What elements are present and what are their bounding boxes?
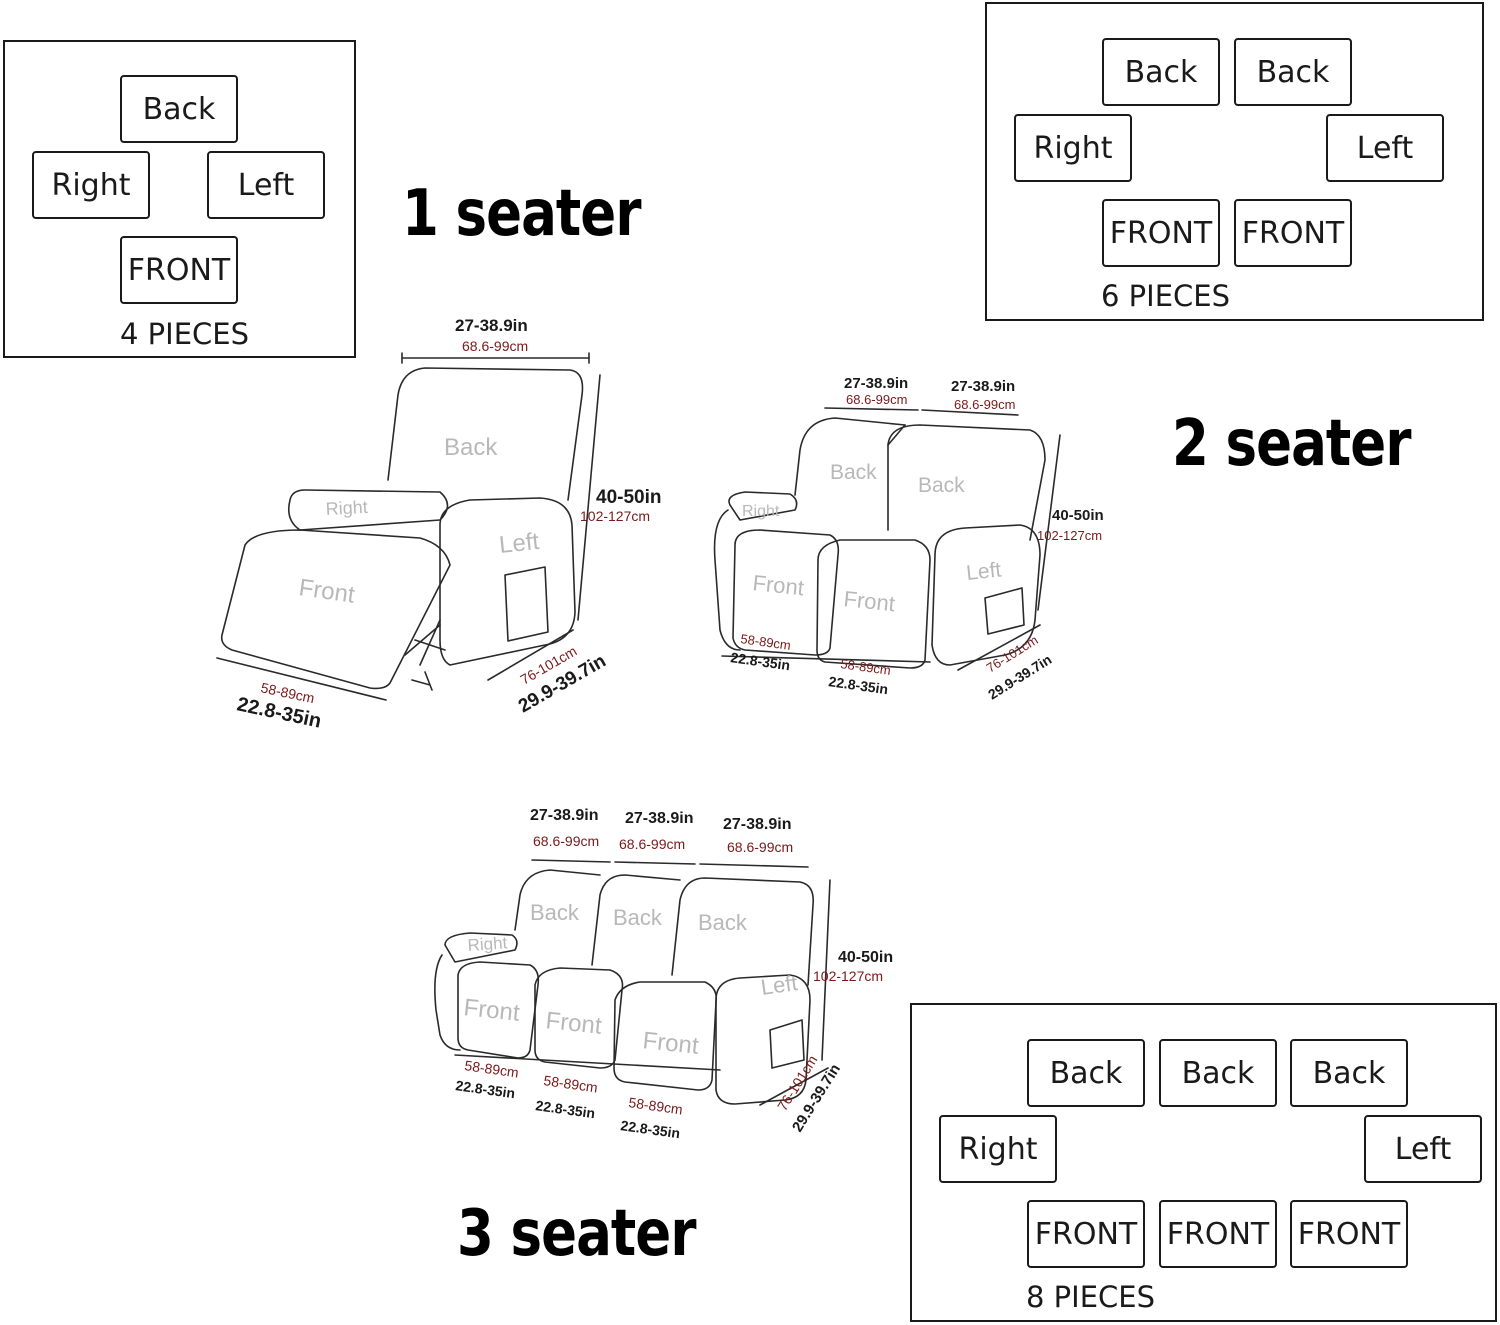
piece-right: Right (1014, 114, 1132, 182)
label-left: Left (498, 528, 541, 559)
label-back: Back (918, 474, 965, 497)
label-front: Front (462, 994, 521, 1027)
label-back: Back (444, 434, 498, 461)
label-left: Left (759, 970, 799, 1000)
label-front: Front (544, 1007, 603, 1040)
label-front: Front (842, 586, 896, 616)
dim-height-cm: 102-127cm (1037, 528, 1102, 543)
dim-width-cm: 68.6-99cm (954, 397, 1015, 412)
recliner-1-seater (216, 352, 601, 701)
label-left: Left (965, 558, 1002, 585)
dim-seat-in: 22.8-35in (828, 673, 890, 697)
heading-3-seater: 3 seater (457, 1197, 696, 1271)
piece-back: Back (1234, 38, 1352, 106)
dim-seat-cm: 58-89cm (628, 1094, 684, 1117)
dim-width-cm: 68.6-99cm (846, 392, 907, 407)
dim-width-in: 27-38.9in (723, 816, 791, 833)
dim-height-in: 40-50in (596, 487, 661, 508)
piece-front: FRONT (1102, 199, 1220, 267)
sofa-3-seater (434, 859, 831, 1106)
pieces-panel-8: Back Back Back Right Left FRONT FRONT FR… (910, 1003, 1497, 1322)
dim-width-cm: 68.6-99cm (533, 833, 599, 849)
piece-back: Back (1290, 1039, 1408, 1107)
piece-left: Left (207, 151, 325, 219)
dim-seat-in: 22.8-35in (455, 1077, 517, 1101)
dim-height-cm: 102-127cm (580, 508, 650, 524)
dim-width-in: 27-38.9in (625, 810, 693, 827)
label-back: Back (613, 905, 663, 930)
piece-left: Left (1364, 1115, 1482, 1183)
dim-width-cm: 68.6-99cm (462, 338, 528, 354)
piece-count: 8 PIECES (1026, 1280, 1156, 1314)
piece-back: Back (1159, 1039, 1277, 1107)
dim-height-in: 40-50in (838, 949, 893, 966)
label-back: Back (530, 900, 580, 925)
piece-right: Right (939, 1115, 1057, 1183)
dim-width-in: 27-38.9in (844, 375, 908, 392)
pieces-panel-4: Back Right Left FRONT 4 PIECES (3, 40, 356, 358)
piece-front: FRONT (1290, 1200, 1408, 1268)
dim-width-in: 27-38.9in (951, 378, 1015, 395)
label-right: Right (467, 933, 508, 955)
dim-height-in: 40-50in (1052, 507, 1104, 524)
dim-seat-cm: 58-89cm (543, 1072, 599, 1095)
piece-back: Back (1102, 38, 1220, 106)
piece-count: 4 PIECES (120, 317, 250, 351)
dim-seat-cm: 58-89cm (840, 656, 892, 678)
label-right: Right (325, 497, 368, 519)
piece-right: Right (32, 151, 150, 219)
dim-width-cm: 68.6-99cm (727, 839, 793, 855)
label-right: Right (742, 503, 780, 520)
label-back: Back (830, 461, 877, 484)
sofa-2-seater (713, 407, 1061, 671)
heading-2-seater: 2 seater (1172, 407, 1411, 481)
dim-width-cm: 68.6-99cm (619, 836, 685, 852)
piece-left: Left (1326, 114, 1444, 182)
piece-front: FRONT (120, 236, 238, 304)
heading-1-seater: 1 seater (402, 177, 641, 251)
piece-back: Back (120, 75, 238, 143)
label-back: Back (698, 910, 748, 935)
piece-back: Back (1027, 1039, 1145, 1107)
label-front: Front (297, 574, 357, 609)
label-front: Front (641, 1027, 700, 1060)
dim-seat-cm: 58-89cm (464, 1057, 520, 1080)
piece-front: FRONT (1159, 1200, 1277, 1268)
dim-width-in: 27-38.9in (530, 807, 598, 824)
pieces-panel-6: Back Back Right Left FRONT FRONT 6 PIECE… (985, 2, 1484, 321)
dim-height-cm: 102-127cm (813, 968, 883, 984)
piece-front: FRONT (1234, 199, 1352, 267)
dim-seat-cm: 58-89cm (740, 631, 792, 653)
piece-count: 6 PIECES (1101, 279, 1231, 313)
dim-seat-in: 22.8-35in (620, 1117, 682, 1141)
dim-seat-in: 22.8-35in (535, 1097, 597, 1121)
dim-width-in: 27-38.9in (455, 316, 528, 335)
label-front: Front (751, 570, 805, 600)
piece-front: FRONT (1027, 1200, 1145, 1268)
